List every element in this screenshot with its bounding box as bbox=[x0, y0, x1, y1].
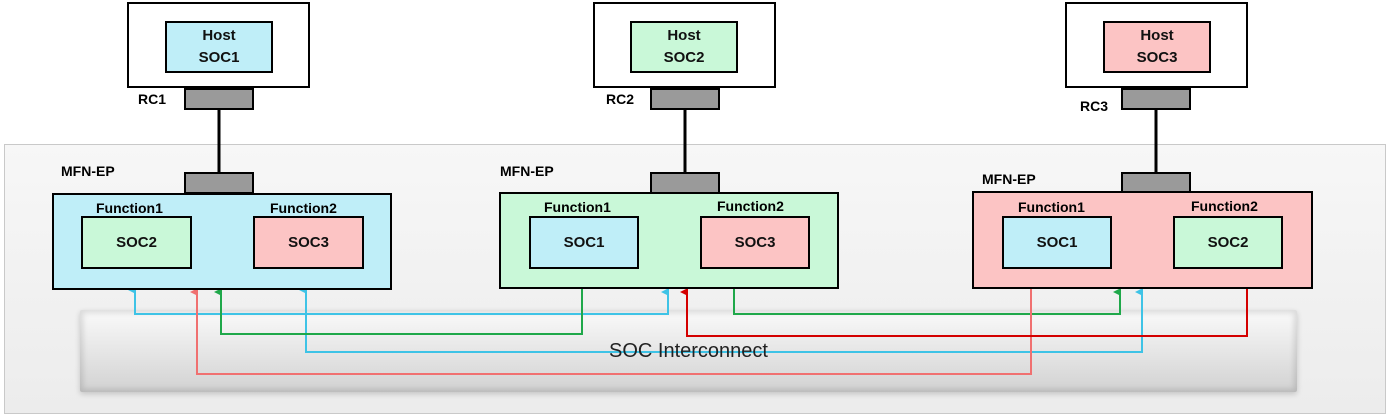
host-1-host-label: Host bbox=[202, 27, 236, 44]
ep-2-function-2-label: Function2 bbox=[717, 198, 784, 214]
host-3-soc-label: SOC3 bbox=[1136, 49, 1178, 66]
ep-2-function-1-label: Function1 bbox=[544, 199, 611, 215]
link-soc3-a bbox=[190, 266, 1032, 375]
ep-1-function-2-label: Function2 bbox=[270, 200, 337, 216]
ep-2-function-1-soc: SOC1 bbox=[529, 216, 639, 269]
ep-3-function-2-label: Function2 bbox=[1191, 198, 1258, 214]
link-soc3-b bbox=[680, 266, 1248, 337]
ep-2-label: MFN-EP bbox=[500, 163, 554, 179]
ep-1-label: MFN-EP bbox=[61, 163, 115, 179]
host-3-rc-label: RC3 bbox=[1080, 98, 1109, 114]
link-soc2-a bbox=[214, 266, 583, 335]
ep-1-function-1-soc: SOC2 bbox=[81, 216, 192, 269]
link-soc1-b bbox=[299, 286, 1143, 353]
host-2-rc-label: RC2 bbox=[606, 91, 635, 107]
host-1-soc: Host SOC1 bbox=[165, 21, 273, 73]
ep-2-port bbox=[650, 172, 720, 194]
host-3-host-label: Host bbox=[1140, 27, 1174, 44]
ep-1-function-1-label: Function1 bbox=[96, 200, 163, 216]
ep-3-function-1-soc: SOC1 bbox=[1002, 216, 1112, 269]
link-soc1-a bbox=[128, 286, 669, 315]
host-1-soc-label: SOC1 bbox=[198, 49, 240, 66]
host-3-soc: Host SOC3 bbox=[1103, 21, 1211, 73]
ep-1-function-2-soc: SOC3 bbox=[253, 216, 364, 269]
ep-3-function-2-soc: SOC2 bbox=[1173, 216, 1283, 269]
host-3-rc-port bbox=[1121, 88, 1191, 110]
host-2-rc-port bbox=[650, 88, 720, 110]
ep-1-port bbox=[184, 172, 254, 194]
host-2-host-label: Host bbox=[667, 27, 701, 44]
ep-3-function-1-label: Function1 bbox=[1018, 199, 1085, 215]
ep-2-function-2-soc: SOC3 bbox=[700, 216, 810, 269]
host-1-rc-port bbox=[184, 88, 254, 110]
interconnect-label: SOC Interconnect bbox=[609, 340, 768, 362]
host-2-soc: Host SOC2 bbox=[630, 21, 738, 73]
host-2-soc-label: SOC2 bbox=[663, 49, 705, 66]
host-2-frame bbox=[593, 2, 776, 88]
ep-3-label: MFN-EP bbox=[982, 171, 1036, 187]
host-1-rc-label: RC1 bbox=[138, 91, 167, 107]
